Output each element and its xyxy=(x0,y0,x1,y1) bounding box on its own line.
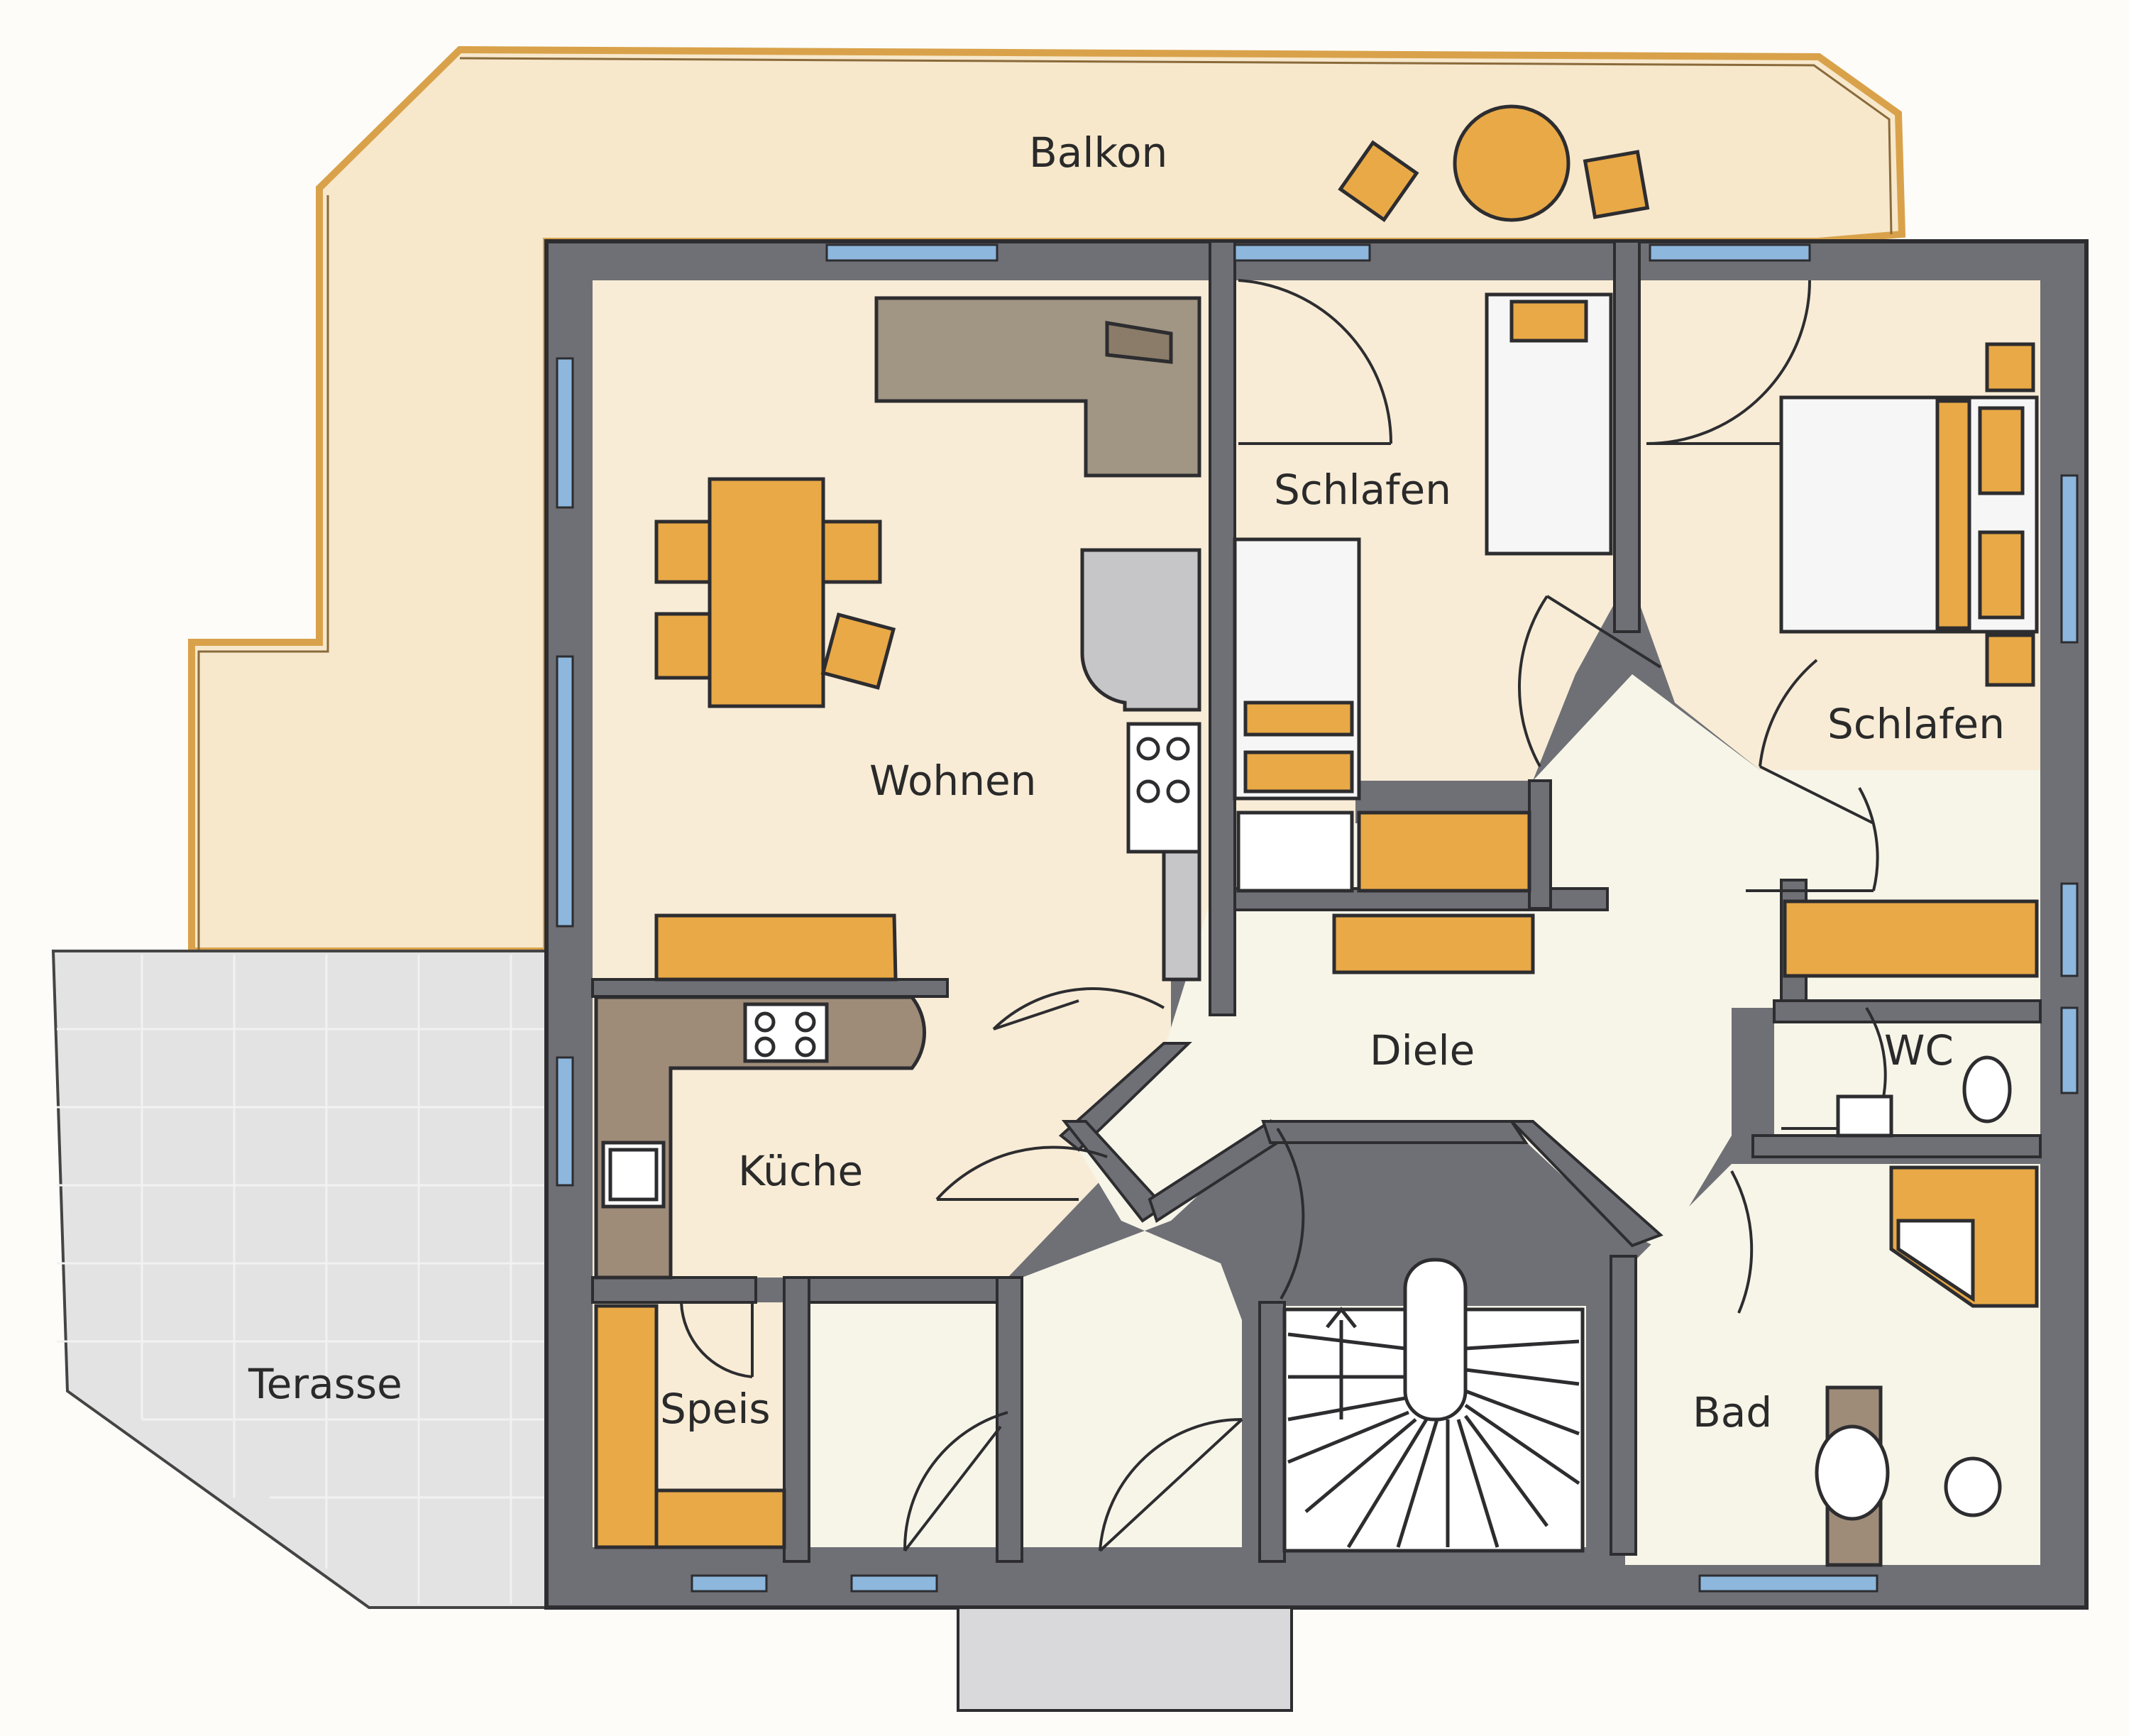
door-swings xyxy=(680,279,1887,1552)
kitchen-furniture xyxy=(594,995,926,1280)
kitchen-sink xyxy=(601,1141,666,1209)
label-balkon: Balkon xyxy=(1029,128,1167,177)
bedroom-1-furniture xyxy=(1233,292,1613,974)
stair-arrow-icon xyxy=(1326,1306,1357,1419)
pillow xyxy=(1243,750,1354,793)
bathroom-basin xyxy=(1815,1424,1890,1521)
balcony-furniture xyxy=(1338,104,1650,223)
windows xyxy=(556,243,2079,1593)
label-kueche: Küche xyxy=(738,1147,863,1195)
wc-fixtures xyxy=(1836,1055,2012,1138)
bed-headboard xyxy=(1935,399,1971,630)
toilet xyxy=(1962,1055,2012,1124)
terrace-tiles xyxy=(57,955,546,1604)
toilet xyxy=(1944,1456,2002,1517)
wardrobe xyxy=(1783,899,2039,978)
sideboard xyxy=(654,913,898,982)
bedroom-2-furniture xyxy=(1779,342,2039,978)
bed-pillow xyxy=(1978,530,2025,620)
sofa-cushion xyxy=(1105,321,1173,364)
balcony-round-table xyxy=(1453,104,1570,222)
nightstand xyxy=(1985,342,2035,392)
dining-chair xyxy=(654,612,712,680)
kitchen-counter xyxy=(594,995,926,1280)
label-wc: WC xyxy=(1884,1026,1954,1075)
staircase xyxy=(1282,1258,1585,1553)
stair-core xyxy=(1403,1258,1468,1422)
hall-bench xyxy=(1332,913,1535,974)
bathroom-fixtures xyxy=(1815,1165,2039,1567)
balcony-chair-left xyxy=(1338,140,1419,223)
interior-walls xyxy=(591,240,2042,1563)
dining-chair xyxy=(820,612,896,690)
label-schlafen-2: Schlafen xyxy=(1827,700,2005,748)
terrace-floor xyxy=(51,950,548,1609)
balcony-chair-right xyxy=(1583,150,1650,219)
label-wohnen: Wohnen xyxy=(869,757,1036,805)
balcony-railing-inner xyxy=(459,57,1893,235)
nightstand xyxy=(1985,633,2035,687)
pillow xyxy=(1509,300,1588,343)
fireplace-stove xyxy=(1080,548,1201,712)
dining-chair xyxy=(654,520,712,584)
label-diele: Diele xyxy=(1370,1026,1475,1075)
label-speis: Speis xyxy=(660,1385,771,1433)
living-room-furniture xyxy=(654,296,1201,982)
counter-grey xyxy=(1162,850,1201,982)
appliance xyxy=(1236,811,1354,893)
wardrobe xyxy=(1357,811,1531,893)
dining-chair xyxy=(821,520,882,584)
balcony-railing-left xyxy=(197,195,329,951)
entrance-step[interactable] xyxy=(957,1606,1293,1712)
bed-pillow xyxy=(1978,406,2025,495)
storage-floor xyxy=(809,1302,997,1547)
label-bad: Bad xyxy=(1693,1388,1772,1436)
pantry-shelves xyxy=(594,1304,786,1549)
label-terasse: Terasse xyxy=(248,1360,402,1408)
wc-sink xyxy=(1836,1094,1893,1138)
label-schlafen-1: Schlafen xyxy=(1274,466,1451,514)
dining-table xyxy=(708,477,825,708)
pillow xyxy=(1243,701,1354,737)
